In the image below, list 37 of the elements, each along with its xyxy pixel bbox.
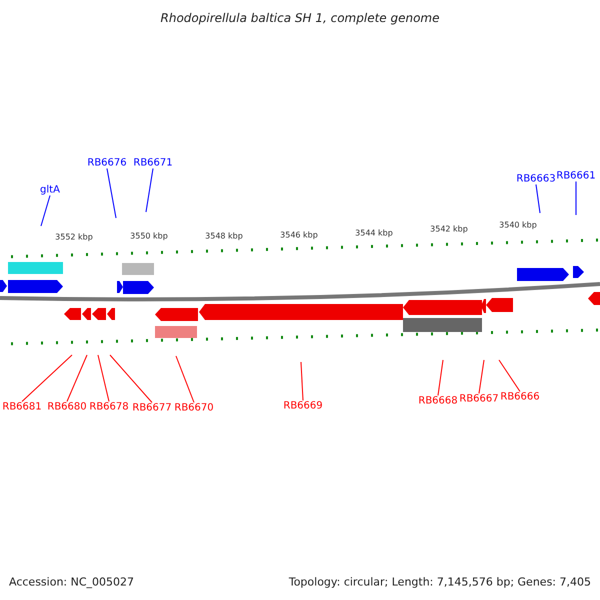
leader-line: [498, 360, 520, 392]
gene-label: RB6676: [87, 158, 127, 168]
gene-label: RB6677: [132, 402, 172, 414]
genome-info-text: Topology: circular; Length: 7,145,576 bp; Genes: 7,405: [288, 576, 591, 588]
accession-text: Accession: NC_005027: [9, 576, 134, 588]
leader-line: [146, 168, 154, 212]
map-title: Rhodopirellula baltica SH 1, complete genome: [160, 11, 440, 25]
gene-label: RB6681: [2, 402, 42, 412]
scale-label: 3540 kbp: [499, 220, 537, 230]
scale-label: 3542 kbp: [430, 224, 468, 234]
leader-line: [22, 354, 72, 402]
gene-label: RB6668: [418, 396, 458, 406]
leader-line: [106, 168, 116, 218]
gene-label: RB6666: [500, 392, 540, 402]
gene-label: RB6680: [47, 402, 87, 412]
gene-label: RB6661: [556, 170, 596, 182]
gene-label: RB6663: [516, 174, 556, 184]
gene-label: RB6667: [459, 394, 499, 404]
scale-label: 3552 kbp: [55, 232, 93, 242]
leader-line: [438, 360, 444, 396]
leader-line: [98, 354, 110, 402]
scale-label: 3546 kbp: [280, 230, 318, 240]
leader-line: [478, 360, 484, 394]
gene-label: RB6670: [174, 402, 214, 414]
scale-label: 3548 kbp: [205, 232, 243, 240]
scale-label: 3544 kbp: [355, 228, 393, 238]
gene-label: RB6678: [89, 402, 129, 412]
leader-line: [110, 354, 152, 403]
gene-label: RB6671: [133, 158, 173, 168]
scale-label: 3550 kbp: [130, 232, 168, 240]
leader-line: [536, 184, 540, 214]
leader-line: [66, 354, 88, 402]
gene-label: RB6669: [283, 400, 323, 412]
leader-line: [176, 356, 194, 403]
gene-label: gltA: [40, 184, 60, 196]
leader-line: [40, 195, 50, 226]
leader-line: [300, 362, 304, 401]
